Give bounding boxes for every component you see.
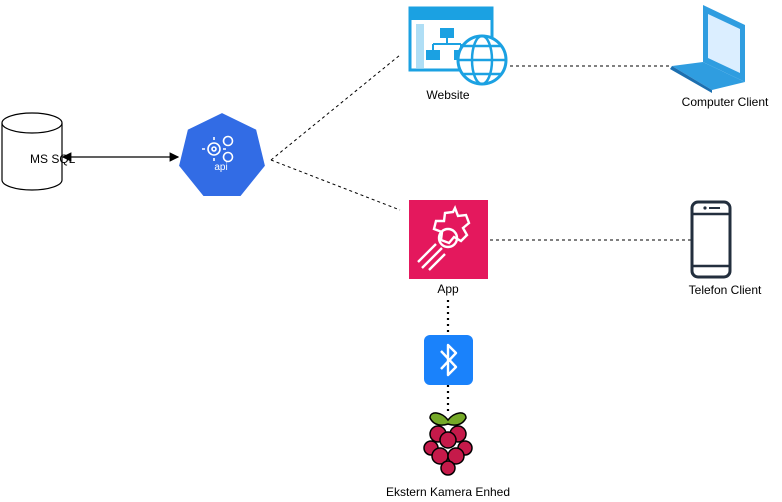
gear-app-icon[interactable]	[409, 200, 488, 279]
database-label: MS SQL	[30, 152, 76, 166]
camera-device-label: Ekstern Kamera Enhed	[385, 485, 511, 499]
website-globe-icon[interactable]	[408, 6, 508, 86]
api-website-connector	[270, 54, 401, 161]
bluetooth-icon[interactable]	[424, 335, 473, 385]
smartphone-icon[interactable]	[690, 200, 732, 279]
phone-client-label: Telefon Client	[688, 283, 762, 297]
kubernetes-api-icon[interactable]	[176, 110, 268, 198]
database-cylinder-icon[interactable]	[1, 112, 63, 191]
api-label: api	[214, 162, 228, 173]
raspberry-pi-icon[interactable]	[423, 412, 473, 476]
computer-client-label: Computer Client	[681, 95, 769, 109]
api-app-connector	[270, 159, 401, 211]
gear-cluster-icon	[202, 135, 234, 163]
laptop-icon[interactable]	[670, 5, 745, 93]
app-label: App	[437, 282, 459, 296]
website-label: Website	[426, 88, 470, 102]
